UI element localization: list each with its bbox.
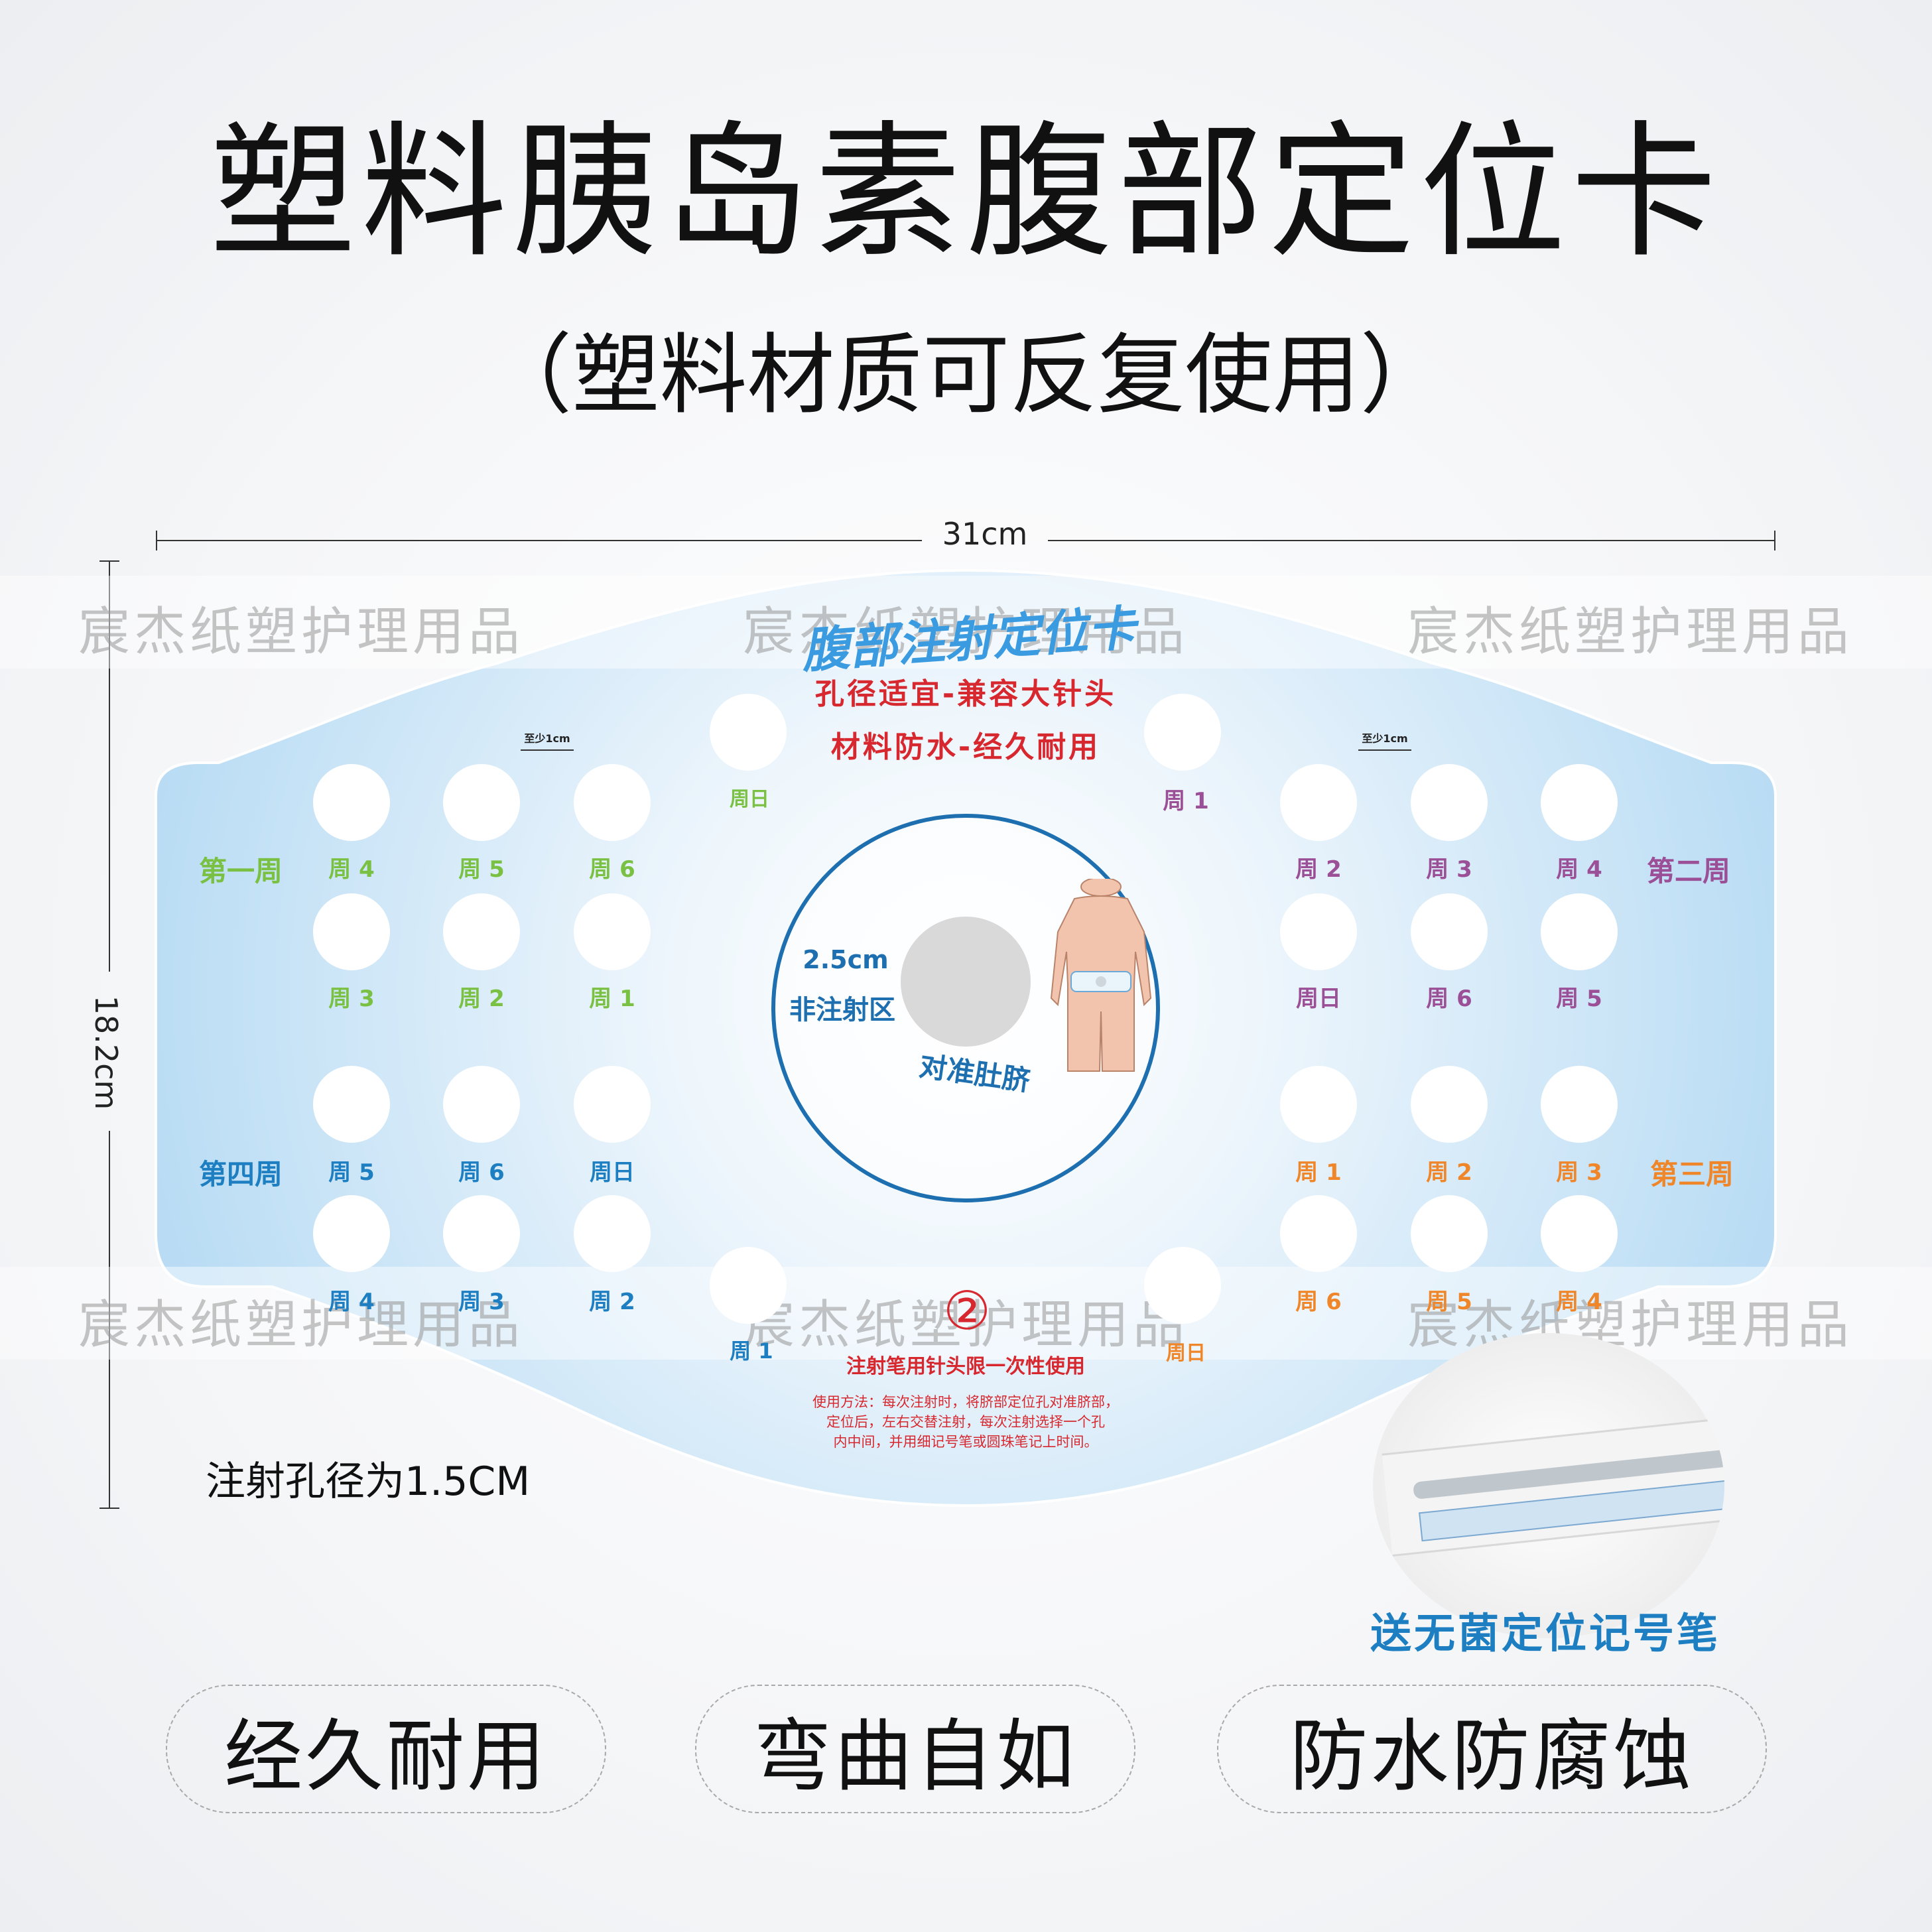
injection-hole [1541,893,1618,970]
injection-hole [574,1195,651,1272]
watermark: 宸杰纸塑护理用品 [743,602,1189,662]
spacing-indicator-left: 至少1cm [521,730,574,751]
week-3-label: 第三周 [1650,1158,1734,1191]
injection-hole [574,893,651,970]
feature-waterproof: 防水防腐蚀 [1217,1685,1767,1813]
injection-hole [1411,1066,1488,1143]
watermark: 宸杰纸塑护理用品 [78,1295,525,1355]
injection-hole [1411,764,1488,841]
injection-hole [1541,1195,1618,1272]
day-label: 周 5 [328,1159,375,1186]
day-label: 周 3 [1556,1159,1602,1186]
day-label: 周 2 [1426,1159,1472,1186]
injection-hole [1280,1195,1357,1272]
day-label: 周日 [1166,1342,1206,1365]
width-dimension: 31cm [156,516,1775,552]
marker-pen-photo [1373,1333,1724,1638]
feature-flexible: 弯曲自如 [695,1685,1135,1813]
injection-hole [1280,764,1357,841]
injection-hole [1144,694,1221,771]
watermark: 宸杰纸塑护理用品 [1407,602,1854,662]
watermark-band-top [0,576,1932,669]
day-label: 周 1 [1163,788,1209,814]
page-title: 塑料胰岛素腹部定位卡 [210,107,1722,277]
injection-hole [443,764,520,841]
injection-hole [313,893,390,970]
day-label: 周 5 [1556,986,1602,1012]
non-injection-label: 非注射区 [789,995,895,1025]
day-label: 周日 [730,788,769,811]
spacing-indicator-right: 至少1cm [1358,730,1411,751]
day-label: 周 4 [1556,1289,1602,1315]
injection-hole [443,893,520,970]
height-dimension: 18.2cm [88,560,124,1509]
week-1-label: 第一周 [199,855,283,887]
day-label: 周 4 [1556,856,1602,883]
width-label: 31cm [942,516,1028,552]
injection-hole [574,764,651,841]
day-label: 周 3 [328,986,375,1012]
instruction-line: 定位后，左右交替注射，每次注射选择一个孔 [826,1414,1105,1430]
pen-gift-label: 送无菌定位记号笔 [1370,1609,1720,1657]
injection-hole [1144,1247,1221,1324]
day-label: 周 6 [458,1159,505,1186]
week-4-label: 第四周 [199,1158,283,1191]
day-label: 周 6 [1426,986,1472,1012]
injection-hole [313,764,390,841]
injection-hole [1411,893,1488,970]
single-use-icon: ② [943,1280,991,1342]
watermark: 宸杰纸塑护理用品 [78,602,525,662]
body-figure-icon [1050,879,1152,1072]
day-label: 周 2 [589,1289,635,1315]
day-label: 周 3 [1426,856,1472,883]
instruction-line: 内中间，并用细记号笔或圆珠笔记上时间。 [833,1434,1098,1450]
day-label: 周 4 [328,856,375,883]
injection-hole [710,1247,787,1324]
day-label: 周 1 [1295,1159,1342,1186]
center-size-label: 2.5cm [803,945,889,974]
day-label: 周日 [1296,986,1341,1012]
injection-hole [1541,1066,1618,1143]
injection-hole [443,1195,520,1272]
injection-hole [1541,764,1618,841]
feature-durable: 经久耐用 [166,1685,606,1813]
card-feature-line-2: 材料防水-经久耐用 [830,730,1101,764]
day-label: 周 4 [328,1289,375,1315]
day-label: 周 3 [458,1289,505,1315]
day-label: 周 5 [1426,1289,1472,1315]
card-feature-line-1: 孔径适宜-兼容大针头 [814,677,1117,711]
watermark: 宸杰纸塑护理用品 [743,1295,1189,1355]
injection-hole [574,1066,651,1143]
injection-hole [1280,1066,1357,1143]
injection-hole [710,694,787,771]
injection-hole [313,1195,390,1272]
week-2-label: 第二周 [1647,855,1731,887]
page-subtitle: （塑料材质可反复使用） [484,324,1448,426]
day-label: 周 1 [730,1338,773,1364]
day-label: 周 2 [1295,856,1342,883]
injection-hole [443,1066,520,1143]
day-label: 周 6 [1295,1289,1342,1315]
injection-hole [1411,1195,1488,1272]
day-label: 周 6 [589,856,635,883]
day-label: 周 2 [458,986,505,1012]
instruction-line: 使用方法：每次注射时，将脐部定位孔对准脐部， [812,1394,1119,1410]
day-label: 周 1 [589,986,635,1012]
day-label: 周日 [590,1159,635,1186]
hole-size-note: 注射孔径为1.5CM [206,1458,531,1505]
single-use-note: 注射笔用针头限一次性使用 [846,1355,1085,1378]
spacing-note: 至少1cm [524,732,570,745]
injection-hole [313,1066,390,1143]
injection-hole [1280,893,1357,970]
day-label: 周 5 [458,856,505,883]
spacing-note: 至少1cm [1362,732,1408,745]
